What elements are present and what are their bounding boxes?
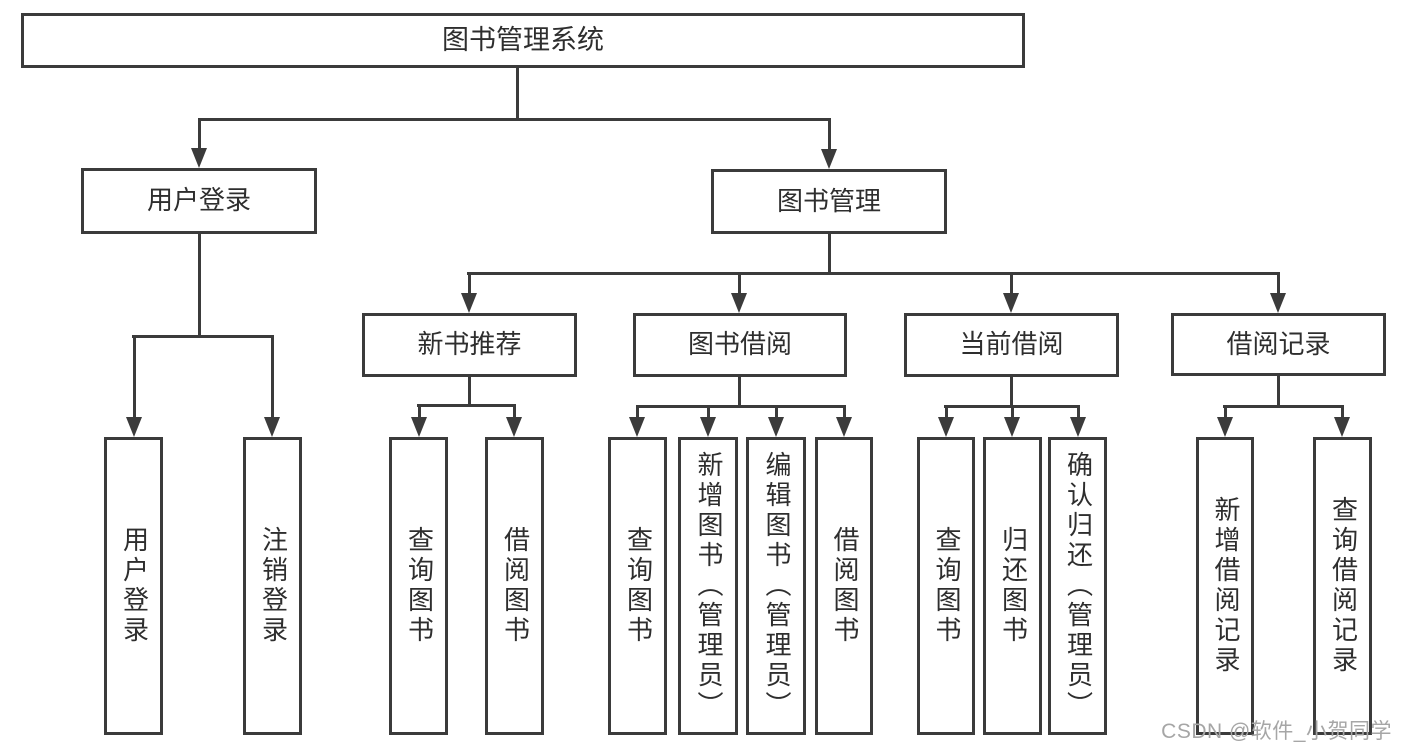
node-new-book-recommend-label: 新书推荐 — [417, 329, 522, 360]
connector-line — [636, 405, 846, 408]
connector-line — [271, 335, 274, 419]
leaf-borrow-edit-books-label: 编辑图书（管理员） — [761, 451, 792, 721]
connector-line — [738, 377, 741, 405]
node-borrow-records: 借阅记录 — [1171, 313, 1386, 376]
leaf-current-return-books: 归还图书 — [983, 437, 1042, 735]
node-borrow-records-label: 借阅记录 — [1226, 328, 1331, 359]
leaf-logout-label: 注销登录 — [258, 526, 289, 646]
node-book-borrow: 图书借阅 — [633, 313, 847, 377]
node-user-login: 用户登录 — [81, 168, 317, 234]
arrowhead-icon — [411, 417, 427, 437]
arrowhead-icon — [506, 417, 522, 437]
leaf-logout: 注销登录 — [243, 437, 302, 735]
connector-line — [417, 404, 516, 407]
arrowhead-icon — [264, 417, 280, 437]
arrowhead-icon — [1334, 417, 1350, 437]
arrowhead-icon — [1004, 417, 1020, 437]
leaf-borrow-borrow-books: 借阅图书 — [815, 437, 873, 735]
arrowhead-icon — [700, 417, 716, 437]
connector-line — [467, 272, 1280, 275]
leaf-current-confirm-return-label: 确认归还（管理员） — [1063, 451, 1094, 721]
node-current-borrow-label: 当前借阅 — [959, 329, 1064, 360]
connector-line — [468, 377, 471, 404]
leaf-user-login: 用户登录 — [104, 437, 163, 735]
leaf-borrow-edit-books: 编辑图书（管理员） — [746, 437, 806, 735]
connector-line — [707, 405, 710, 419]
leaf-newrec-query-books: 查询图书 — [389, 437, 448, 735]
node-user-login-label: 用户登录 — [146, 185, 251, 216]
arrowhead-icon — [461, 293, 477, 313]
leaf-current-return-books-label: 归还图书 — [998, 526, 1029, 646]
node-root: 图书管理系统 — [21, 13, 1025, 68]
connector-line — [828, 234, 831, 272]
leaf-records-add-record-label: 新增借阅记录 — [1210, 496, 1241, 676]
leaf-newrec-borrow-books-label: 借阅图书 — [500, 526, 531, 646]
leaf-records-query-record: 查询借阅记录 — [1313, 437, 1372, 735]
leaf-borrow-add-books: 新增图书（管理员） — [678, 437, 738, 735]
node-book-management: 图书管理 — [711, 169, 947, 234]
node-book-management-label: 图书管理 — [776, 185, 881, 216]
leaf-current-confirm-return: 确认归还（管理员） — [1048, 437, 1107, 735]
connector-line — [843, 405, 846, 419]
connector-line — [198, 118, 201, 150]
node-new-book-recommend: 新书推荐 — [362, 313, 577, 377]
connector-line — [418, 404, 421, 419]
arrowhead-icon — [731, 293, 747, 313]
arrowhead-icon — [821, 149, 837, 169]
connector-line — [1277, 272, 1280, 295]
connector-line — [1277, 376, 1280, 405]
leaf-borrow-borrow-books-label: 借阅图书 — [829, 526, 860, 646]
leaf-newrec-query-books-label: 查询图书 — [404, 526, 435, 646]
leaf-user-login-label: 用户登录 — [119, 526, 150, 646]
leaf-borrow-add-books-label: 新增图书（管理员） — [693, 451, 724, 721]
node-root-label: 图书管理系统 — [442, 24, 604, 55]
connector-line — [738, 272, 741, 295]
connector-line — [1077, 405, 1080, 419]
arrowhead-icon — [191, 148, 207, 168]
arrowhead-icon — [836, 417, 852, 437]
leaf-records-add-record: 新增借阅记录 — [1196, 437, 1254, 735]
node-current-borrow: 当前借阅 — [904, 313, 1119, 377]
arrowhead-icon — [1003, 293, 1019, 313]
arrowhead-icon — [1270, 293, 1286, 313]
connector-line — [1224, 405, 1227, 419]
connector-line — [1010, 377, 1013, 405]
connector-line — [133, 335, 136, 419]
connector-line — [198, 118, 830, 121]
arrowhead-icon — [1217, 417, 1233, 437]
arrowhead-icon — [938, 417, 954, 437]
arrowhead-icon — [1070, 417, 1086, 437]
connector-line — [828, 118, 831, 151]
watermark: CSDN @软件_小贺同学 — [1161, 720, 1392, 743]
node-book-borrow-label: 图书借阅 — [687, 329, 792, 360]
connector-line — [516, 68, 519, 118]
connector-line — [468, 272, 471, 295]
leaf-newrec-borrow-books: 借阅图书 — [485, 437, 544, 735]
connector-line — [1011, 405, 1014, 419]
connector-line — [132, 335, 274, 338]
connector-line — [1010, 272, 1013, 295]
leaf-records-query-record-label: 查询借阅记录 — [1328, 496, 1359, 676]
arrowhead-icon — [629, 417, 645, 437]
leaf-borrow-query-books: 查询图书 — [608, 437, 667, 735]
arrowhead-icon — [768, 417, 784, 437]
connector-line — [775, 405, 778, 419]
connector-line — [636, 405, 639, 419]
connector-line — [198, 234, 201, 335]
leaf-borrow-query-books-label: 查询图书 — [623, 526, 654, 646]
leaf-current-query-books-label: 查询图书 — [931, 526, 962, 646]
connector-line — [945, 405, 948, 419]
leaf-current-query-books: 查询图书 — [917, 437, 975, 735]
connector-line — [513, 404, 516, 419]
arrowhead-icon — [126, 417, 142, 437]
connector-line — [1223, 405, 1344, 408]
connector-line — [1341, 405, 1344, 419]
